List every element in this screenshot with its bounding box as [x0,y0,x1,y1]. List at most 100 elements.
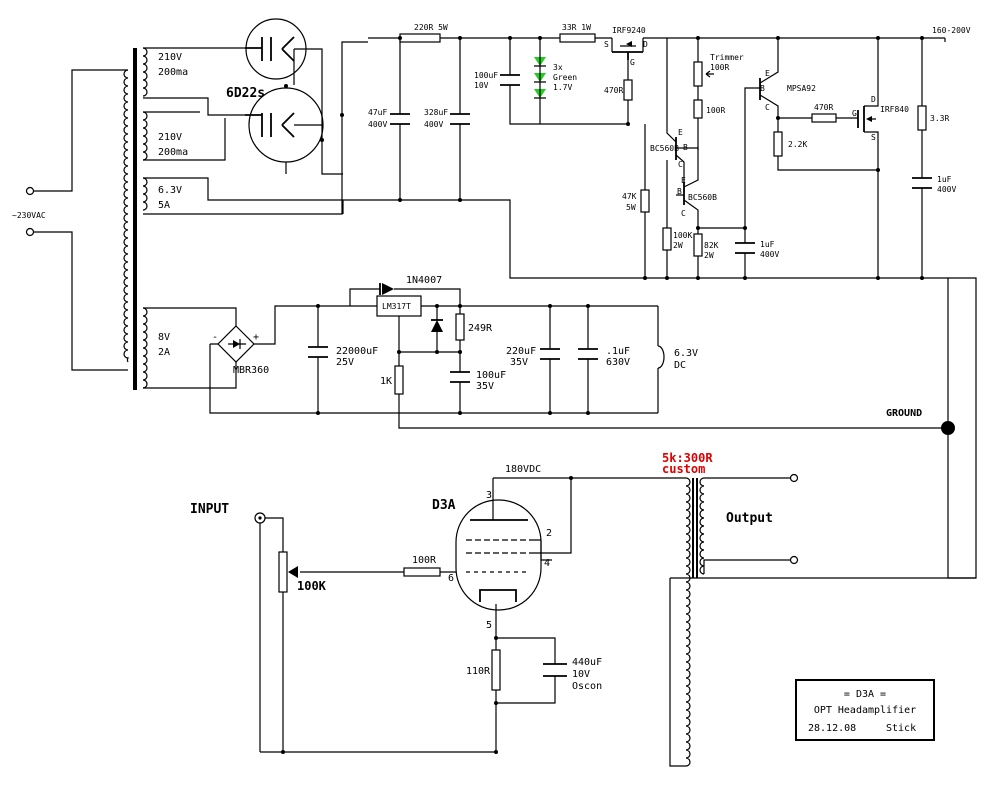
c100-val: 100uF [474,71,498,80]
r-82k-pow: 2W [704,251,714,260]
ground-label: GROUND [886,408,922,419]
irf840-label: IRF840 [880,105,909,114]
c1b-val: 1uF [937,175,952,184]
r-82k-val: 82K [704,241,719,250]
input-label: INPUT [190,502,229,517]
sec-wires [143,41,949,428]
title-subtitle: OPT Headamplifier [814,705,916,716]
r-grid [403,567,441,577]
c-cath-val: 440uF [572,657,602,668]
c-cath-plates [543,663,567,677]
r-100-label: 100R [706,106,725,115]
r-110 [491,649,501,691]
c47-volt: 400V [368,120,387,129]
ground-node [941,421,955,435]
r-33-label: 33R 1W [562,23,591,32]
output-terminal-2[interactable] [789,555,799,565]
lv-out-dc: DC [674,360,686,371]
r-249-label: 249R [468,323,493,334]
r-1k [394,365,404,395]
pot-100k[interactable] [278,551,288,593]
c01-val: .1uF [606,346,630,357]
junction [340,113,344,117]
pot-wiper [288,566,298,578]
pin3: 3 [486,490,492,501]
c1a-plates [735,242,755,254]
c22000-val: 22000uF [336,346,378,357]
r-110-label: 110R [466,666,491,677]
irf9240-s: S [604,40,609,49]
r-249 [455,313,465,341]
junction [508,36,512,40]
pin5: 5 [486,620,492,631]
r-2k2 [773,131,783,157]
trimmer [693,61,703,87]
bridge-minus: - [212,332,218,343]
c47-val: 47uF [368,108,387,117]
bridge-rectifier [217,325,255,363]
secondary-winding-4 [142,307,148,389]
c01-volt: 630V [606,357,630,368]
opt-custom: custom [662,462,705,476]
output-terminal-1[interactable] [789,473,799,483]
title-text: = D3A = [844,689,886,700]
r-100k-val: 100K [673,231,692,240]
sec3-curr: 5A [158,200,170,211]
lv-out-volt: 6.3V [674,348,698,359]
trimmer-wiper [705,70,714,78]
c100-plates [500,74,520,86]
opt-secondary [699,477,791,575]
c100lv-volt: 35V [476,381,494,392]
r-100k [662,227,672,251]
lv-sec-volt: 8V [158,332,170,343]
bc560b-1-label: BC560B [650,144,679,153]
svg-text:E: E [678,128,683,137]
led-volt: 1.7V [553,83,572,92]
r-33-1w [559,33,596,43]
mains-label: ~230VAC [12,211,46,220]
mains-terminal-1 [25,186,35,196]
d3a-tube [455,499,542,611]
c22000-volt: 25V [336,357,354,368]
r-47k [640,189,650,213]
secondary-winding-3 [142,177,148,211]
pin4: 4 [544,558,550,569]
svg-text:E: E [681,176,686,185]
output-label: Output [726,511,773,526]
primary-winding [123,69,130,363]
junction [458,198,462,202]
c220-volt: 35V [510,357,528,368]
tube-cathode [479,589,517,602]
lm317-label: LM317T [382,302,411,311]
title-frame [795,679,935,741]
trimmer-val: 100R [710,63,729,72]
irf9240-g: G [630,58,635,67]
r-220-label: 220R 5W [414,23,448,32]
rectifier-label: 6D22s [226,86,265,101]
pin6: 6 [448,573,454,584]
c100lv-plates [450,371,470,383]
r-1k-label: 1K [380,376,392,387]
irf840-mosfet [857,38,879,278]
secondary-winding-1 [142,47,148,97]
title-date: 28.12.08 [808,723,856,734]
diode-label: 1N4007 [406,275,442,286]
svg-text:C: C [681,209,686,218]
opt-core-2 [696,478,698,578]
bridge-plus: + [253,332,259,343]
r-grid-label: 100R [412,555,437,566]
svg-text:B: B [760,84,765,93]
svg-text:E: E [765,69,770,78]
r-470b [811,113,837,123]
r-3r3-label: 3.3R [930,114,949,123]
junction [626,122,630,126]
trimmer-label: Trimmer [710,53,744,62]
irf9240-mosfet [611,38,644,72]
heater-output [657,345,665,369]
opt-primary [669,477,691,767]
c22000-plates [308,346,328,358]
c1b-plates [912,177,932,189]
secondary-winding-2 [142,111,148,161]
tube-label: D3A [432,498,456,513]
c1a-val: 1uF [760,240,775,249]
